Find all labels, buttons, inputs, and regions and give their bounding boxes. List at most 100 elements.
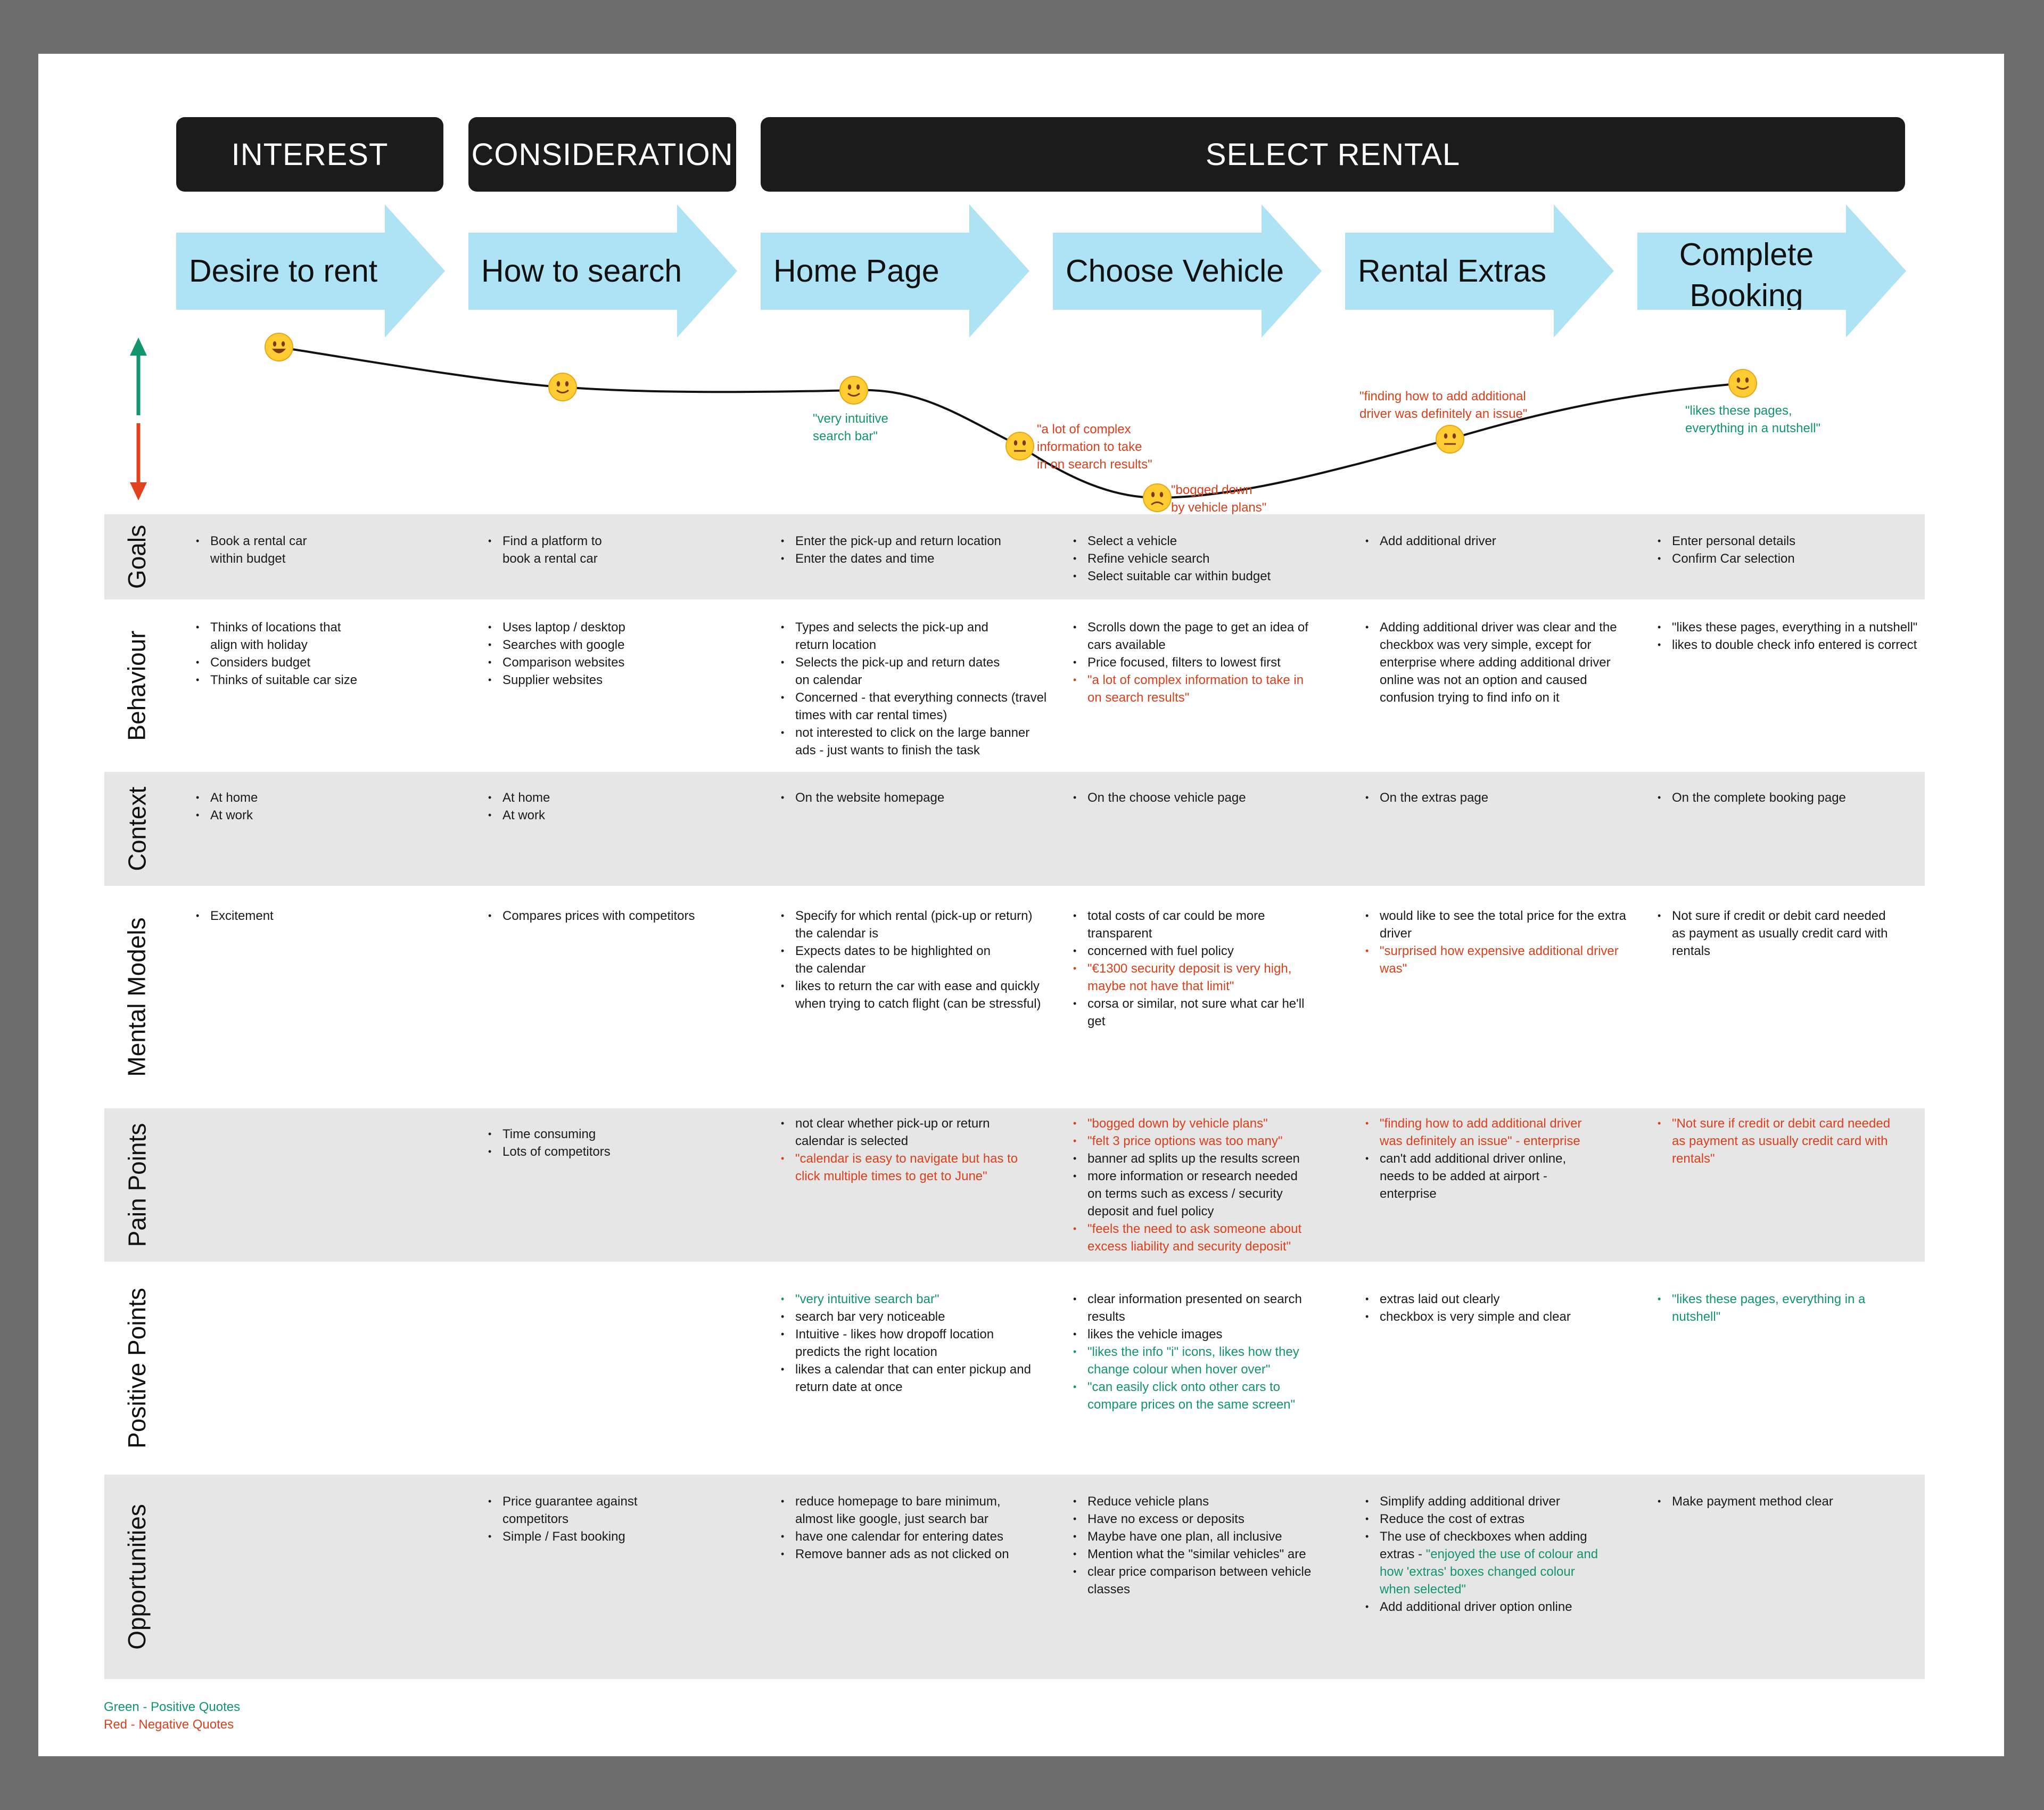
bullet-text: corsa or similar, not sure what car he'l… [1087, 997, 1305, 1029]
bullet-item: At home [196, 789, 467, 807]
bullet-text: Expects dates to be highlighted on the c… [795, 944, 991, 976]
phase-interest: INTEREST [176, 117, 443, 192]
bullet-text: On the website homepage [795, 791, 945, 805]
bullet-item: Simplify adding additional driver [1365, 1493, 1637, 1510]
row-label: Goals [104, 514, 169, 599]
bullet-item: Not sure if credit or debit card needed … [1658, 907, 1929, 960]
bullet-item: Enter personal details [1658, 532, 1929, 550]
phase-select-rental: SELECT RENTAL [761, 117, 1905, 192]
cell-context-2: At homeAt work [488, 789, 760, 824]
bullet-item: likes a calendar that can enter pickup a… [781, 1361, 1052, 1396]
bullet-item: Selects the pick-up and return dates on … [781, 654, 1052, 689]
bullet-text: clear price comparison between vehicle c… [1087, 1565, 1312, 1597]
bullet-quote: "enjoyed the use of colour and how 'extr… [1380, 1547, 1598, 1597]
bullet-item: clear price comparison between vehicle c… [1073, 1563, 1345, 1598]
arrow-shape-icon [761, 204, 1029, 338]
bullet-text: Supplier websites [502, 673, 603, 687]
bullet-text: At home [210, 791, 258, 805]
bullet-text: "Not sure if credit or debit card needed… [1672, 1116, 1891, 1166]
bullet-item: Enter the dates and time [781, 550, 1052, 567]
bullet-item: At work [196, 807, 467, 824]
bullet-text: Intuitive - likes how dropoff location p… [795, 1327, 994, 1359]
bullet-text: Price guarantee against competitors [502, 1494, 638, 1526]
bullet-item: "surprised how expensive additional driv… [1365, 942, 1637, 977]
bullet-item: Specify for which rental (pick-up or ret… [781, 907, 1052, 942]
emoji-happy-icon [839, 375, 869, 405]
bullet-item: more information or research needed on t… [1073, 1167, 1345, 1220]
cell-behaviour-3: Types and selects the pick-up and return… [781, 619, 1052, 759]
step-label: Rental Extras [1358, 253, 1547, 289]
emoji-happy-icon [548, 372, 578, 402]
bullet-text: Remove banner ads as not clicked on [795, 1547, 1009, 1561]
cell-goals-6: Enter personal detailsConfirm Car select… [1658, 532, 1929, 567]
bullet-text: likes to double check info entered is co… [1672, 638, 1917, 652]
row-label: Behaviour [104, 599, 169, 772]
emoji-happy-icon [1728, 368, 1758, 398]
cell-behaviour-1: Thinks of locations that align with holi… [196, 619, 467, 689]
cell-positive-points-5: extras laid out clearlycheckbox is very … [1365, 1290, 1637, 1326]
cell-mental-models-2: Compares prices with competitors [488, 907, 760, 925]
bullet-item: Make payment method clear [1658, 1493, 1929, 1510]
bullet-text: On the extras page [1380, 791, 1489, 805]
bullet-text: have one calendar for entering dates [795, 1529, 1003, 1544]
step-arrow-6: Complete Booking [1637, 204, 1906, 338]
bullet-item: On the complete booking page [1658, 789, 1929, 807]
bullet-text: search bar very noticeable [795, 1310, 945, 1324]
bullet-text: Considers budget [210, 655, 311, 670]
bullet-item: search bar very noticeable [781, 1308, 1052, 1326]
curve-quote: "a lot of complex information to take in… [1037, 422, 1152, 472]
bullet-text: checkbox is very simple and clear [1380, 1310, 1571, 1324]
bullet-item: Price focused, filters to lowest first [1073, 654, 1345, 671]
bullet-text: "can easily click onto other cars to com… [1087, 1380, 1296, 1412]
cell-pain-points-6: "Not sure if credit or debit card needed… [1658, 1115, 1929, 1167]
journey-map-canvas [38, 54, 2004, 1756]
arrow-shape-icon [1637, 204, 1906, 338]
bullet-text: "felt 3 price options was too many" [1087, 1134, 1283, 1148]
bullet-item: Uses laptop / desktop [488, 619, 760, 636]
cell-pain-points-4: "bogged down by vehicle plans""felt 3 pr… [1073, 1115, 1345, 1255]
bullet-text: Types and selects the pick-up and return… [795, 620, 988, 652]
bullet-text: Mention what the "similar vehicles" are [1087, 1547, 1306, 1561]
bullet-text: Select suitable car within budget [1087, 569, 1271, 583]
bullet-text: "a lot of complex information to take in… [1087, 673, 1304, 705]
bullet-item: Supplier websites [488, 671, 760, 689]
bullet-text: Specify for which rental (pick-up or ret… [795, 909, 1033, 941]
bullet-text: Concerned - that everything connects (tr… [795, 690, 1047, 722]
bullet-item: checkbox is very simple and clear [1365, 1308, 1637, 1326]
bullet-text: Thinks of locations that align with holi… [210, 620, 341, 652]
bullet-text: likes the vehicle images [1087, 1327, 1223, 1342]
cell-positive-points-4: clear information presented on search re… [1073, 1290, 1345, 1413]
step-arrow-3: Home Page [761, 204, 1029, 338]
cell-pain-points-3: not clear whether pick-up or return cale… [781, 1115, 1052, 1185]
bullet-text: Add additional driver [1380, 534, 1496, 548]
bullet-text: Select a vehicle [1087, 534, 1177, 548]
bullet-item: would like to see the total price for th… [1365, 907, 1637, 942]
bullet-text: total costs of car could be more transpa… [1087, 909, 1265, 941]
bullet-text: "likes the info "i" icons, likes how the… [1087, 1345, 1299, 1377]
bullet-item: Intuitive - likes how dropoff location p… [781, 1326, 1052, 1361]
bullet-item: Mention what the "similar vehicles" are [1073, 1545, 1345, 1563]
bullet-text: Uses laptop / desktop [502, 620, 625, 635]
bullet-text: Lots of competitors [502, 1145, 611, 1159]
bullet-item: Select a vehicle [1073, 532, 1345, 550]
cell-opportunities-2: Price guarantee against competitorsSimpl… [488, 1493, 760, 1545]
row-label-text: Context [123, 786, 151, 871]
cell-context-1: At home At work [196, 789, 467, 824]
positive-arrow-icon [130, 338, 147, 356]
emoji-sad-icon [1142, 483, 1172, 513]
bullet-item: Add additional driver option online [1365, 1598, 1637, 1616]
bullet-text: Confirm Car selection [1672, 552, 1795, 566]
bullet-item: Enter the pick-up and return location [781, 532, 1052, 550]
bullet-item: "€1300 security deposit is very high, ma… [1073, 960, 1345, 995]
bullet-text: On the complete booking page [1672, 791, 1846, 805]
bullet-item: total costs of car could be more transpa… [1073, 907, 1345, 942]
arrow-shape-icon [1053, 204, 1322, 338]
bullet-text: Comparison websites [502, 655, 625, 670]
bullet-text: "likes these pages, everything in a nuts… [1672, 1292, 1866, 1324]
curve-quote: "bogged down by vehicle plans" [1171, 483, 1267, 515]
curve-quote: "likes these pages, everything in a nuts… [1685, 404, 1821, 435]
bullet-item: Thinks of locations that align with holi… [196, 619, 467, 654]
bullet-item: On the choose vehicle page [1073, 789, 1345, 807]
bullet-text: Reduce vehicle plans [1087, 1494, 1209, 1509]
curve-quote: "very intuitive search bar" [813, 412, 888, 443]
